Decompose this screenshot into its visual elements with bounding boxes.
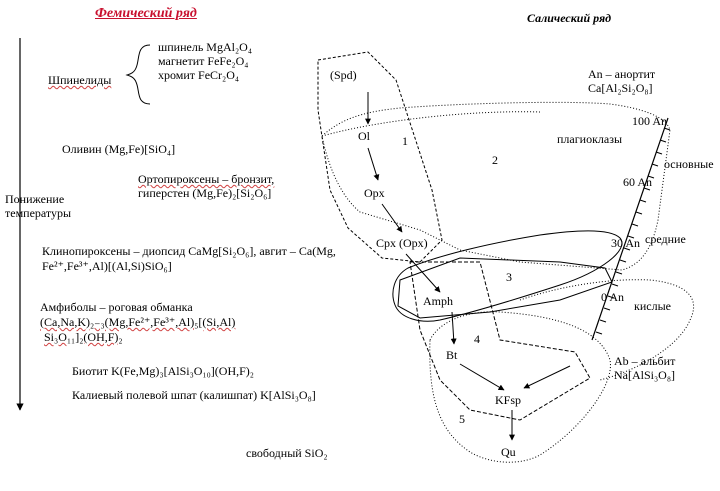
clinopyroxene-label-2: Fe²⁺,Fe³⁺,Al)[(Al,Si)SiO₆] — [42, 259, 172, 273]
field-3-outline — [392, 230, 623, 322]
field-3b-outline — [397, 257, 613, 319]
amphibole-label-1: Амфиболы – роговая обманка — [40, 300, 193, 314]
field-1-outline — [317, 51, 443, 263]
arrow-bt-kfsp — [459, 363, 505, 391]
free-silica-label: свободный SiO₂ — [246, 446, 328, 460]
field-5b-outline — [519, 279, 695, 381]
field-2-outline — [321, 101, 671, 271]
temperature-label-2: температуры — [5, 206, 72, 220]
guide-line-plagioclase — [321, 111, 541, 137]
middle-plagioclase-label: средние — [645, 232, 686, 246]
plagioclase-scale-ticks — [595, 127, 671, 335]
field-5-outline — [429, 311, 611, 463]
kfeldspar-label: Калиевый полевой шпат (калишпат) K[AlSi₃… — [72, 388, 316, 402]
field-number-5: 5 — [459, 412, 465, 426]
node-opx: Opx — [364, 186, 385, 200]
field-number-4: 4 — [474, 332, 480, 346]
amphibole-label-2: (Ca,Na,K)₂₋₃(Mg,Fe²⁺,Fe³⁺,Al)₅[(Si,Al) — [40, 315, 236, 329]
plagioclase-label: плагиоклазы — [557, 132, 623, 146]
amphibole-label-3: Si₃O₁₁]₂(OH,F)₂ — [44, 330, 123, 344]
basic-plagioclase-label: основные — [664, 157, 714, 171]
node-qu: Qu — [501, 445, 516, 459]
field-4-outline — [409, 261, 591, 421]
spinel-label: шпинель MgAl₂O₄ — [158, 40, 252, 54]
arrow-ab-kfsp — [523, 365, 571, 389]
node-ol: Ol — [358, 129, 370, 143]
albite-label-2: Na[AlSi₃O₈] — [614, 368, 676, 382]
arrow-amph-bt — [450, 311, 457, 345]
node-amph: Amph — [423, 294, 453, 308]
arrow-opx-cpx — [381, 203, 403, 233]
field-number-2: 2 — [492, 153, 498, 167]
clinopyroxene-label-1: Клинопироксены – диопсид CaMg[Si₂O₆], ав… — [42, 244, 336, 258]
spinel-brace — [125, 44, 151, 105]
chromite-label: хромит FeCr₂O₄ — [158, 68, 240, 82]
olivine-label: Оливин (Mg,Fe)[SiO₄] — [62, 142, 176, 156]
salic-series-title: Салический ряд — [527, 11, 612, 25]
magnetite-label: магнетит FeFe₂O₄ — [158, 54, 249, 68]
albite-label-1: Ab – альбит — [614, 354, 676, 368]
arrow-ol-opx — [367, 147, 380, 181]
anorthite-label-1: An – анортит — [588, 67, 656, 81]
node-bt: Bt — [446, 348, 458, 362]
acid-plagioclase-label: кислые — [634, 299, 671, 313]
spinel-group-label: Шпинелиды — [48, 73, 112, 87]
node-kfsp: KFsp — [495, 393, 522, 407]
plagioclase-scale-line — [591, 117, 669, 341]
arrow-cpx-amph — [405, 253, 441, 293]
node-cpx: Cpx (Opx) — [376, 236, 428, 250]
node-spd: (Spd) — [330, 68, 357, 82]
anorthite-label-2: Ca[Al₂Si₂O₈] — [588, 81, 653, 95]
biotite-label: Биотит K(Fe,Mg)₃[AlSi₃O₁₀](OH,F)₂ — [72, 364, 254, 378]
orthopyroxene-label-2: гиперстен (Mg,Fe)₂[Si₂O₆] — [138, 186, 272, 200]
femic-series-title: Фемический ряд — [95, 6, 197, 21]
scale-label-100an: 100 An — [632, 114, 668, 128]
field-number-3: 3 — [506, 270, 512, 284]
orthopyroxene-label-1: Ортопироксены – бронзит, — [138, 172, 275, 186]
field-number-1: 1 — [402, 134, 408, 148]
